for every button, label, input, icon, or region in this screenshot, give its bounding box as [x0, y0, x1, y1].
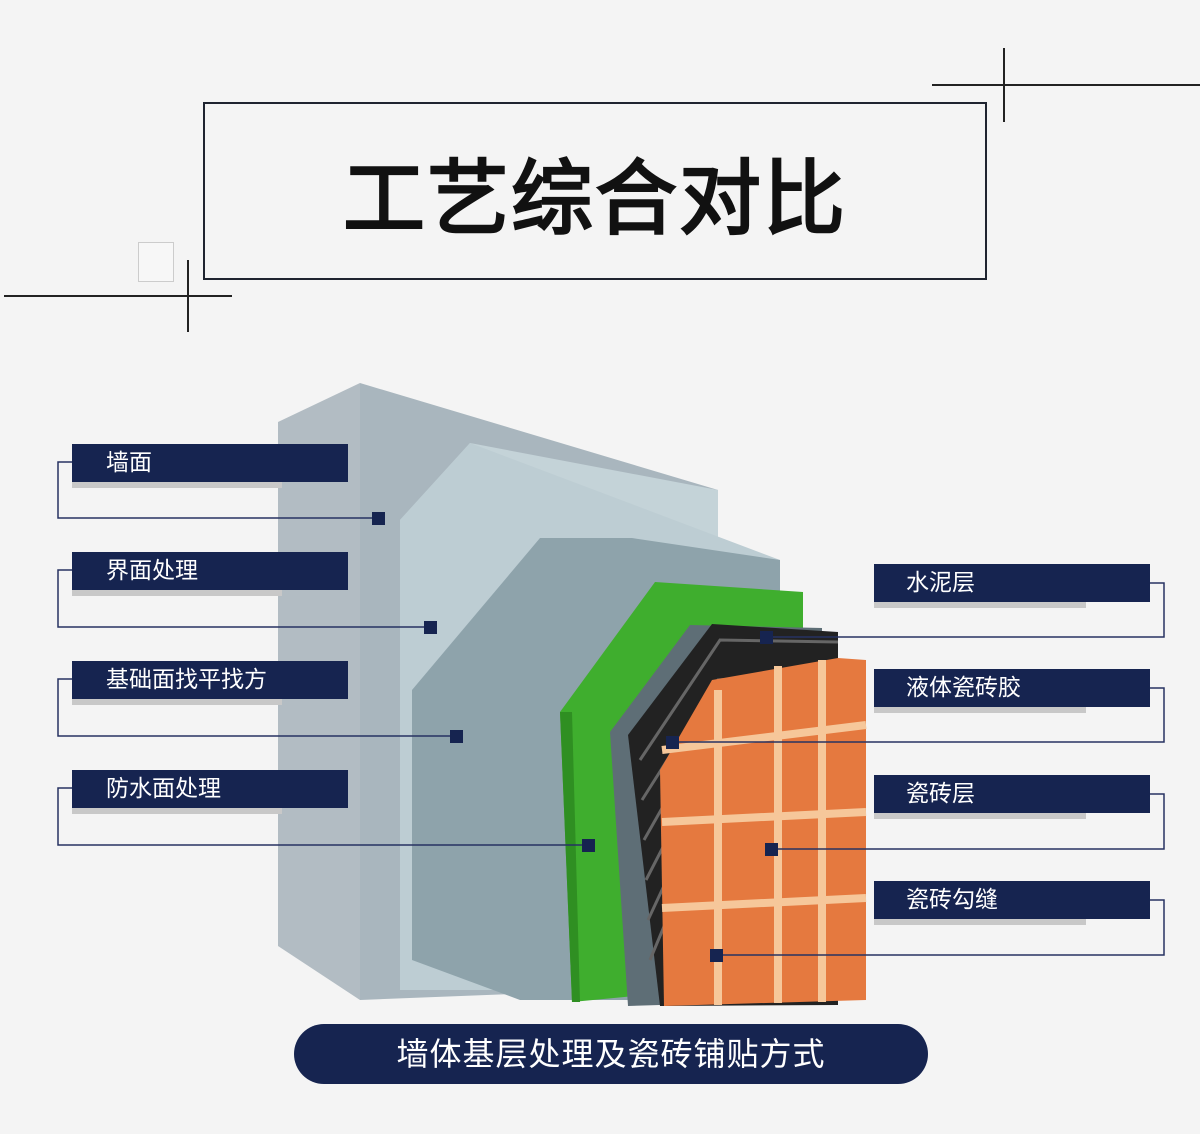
waterproof-layer-edge [560, 712, 580, 1002]
marker-waterproof [582, 839, 595, 852]
label-shadow [72, 808, 282, 814]
label-interface-treatment: 界面处理 [72, 552, 348, 590]
label-shadow [874, 919, 1086, 925]
right-connectors [672, 582, 1165, 956]
label-wall: 墙面 [72, 444, 348, 482]
label-tile-layer: 瓷砖层 [874, 775, 1150, 813]
label-waterproofing: 防水面处理 [72, 770, 348, 808]
marker-interface [424, 621, 437, 634]
marker-leveling [450, 730, 463, 743]
label-tile-adhesive: 液体瓷砖胶 [874, 669, 1150, 707]
label-cement-layer: 水泥层 [874, 564, 1150, 602]
marker-grout [710, 949, 723, 962]
markers [372, 512, 778, 962]
marker-tile [765, 843, 778, 856]
decor-line-top-h [932, 84, 1200, 86]
title-frame: 工艺综合对比 [203, 102, 987, 280]
label-leveling: 基础面找平找方 [72, 661, 348, 699]
decor-line-left-h [4, 295, 232, 297]
label-shadow [72, 590, 282, 596]
label-shadow [72, 482, 282, 488]
label-shadow [72, 699, 282, 705]
label-shadow [874, 707, 1086, 713]
label-tile-grout: 瓷砖勾缝 [874, 881, 1150, 919]
tile-grout-lines [661, 660, 867, 1005]
decor-line-top-v [1003, 48, 1005, 122]
caption-pill: 墙体基层处理及瓷砖铺贴方式 [294, 1024, 928, 1084]
marker-wall [372, 512, 385, 525]
marker-adhesive [666, 736, 679, 749]
decor-line-left-v [187, 260, 189, 332]
left-connectors [57, 461, 588, 846]
page-title: 工艺综合对比 [342, 151, 847, 247]
label-shadow [874, 813, 1086, 819]
decor-square [138, 242, 174, 282]
label-shadow [874, 602, 1086, 608]
marker-cement [760, 631, 773, 644]
